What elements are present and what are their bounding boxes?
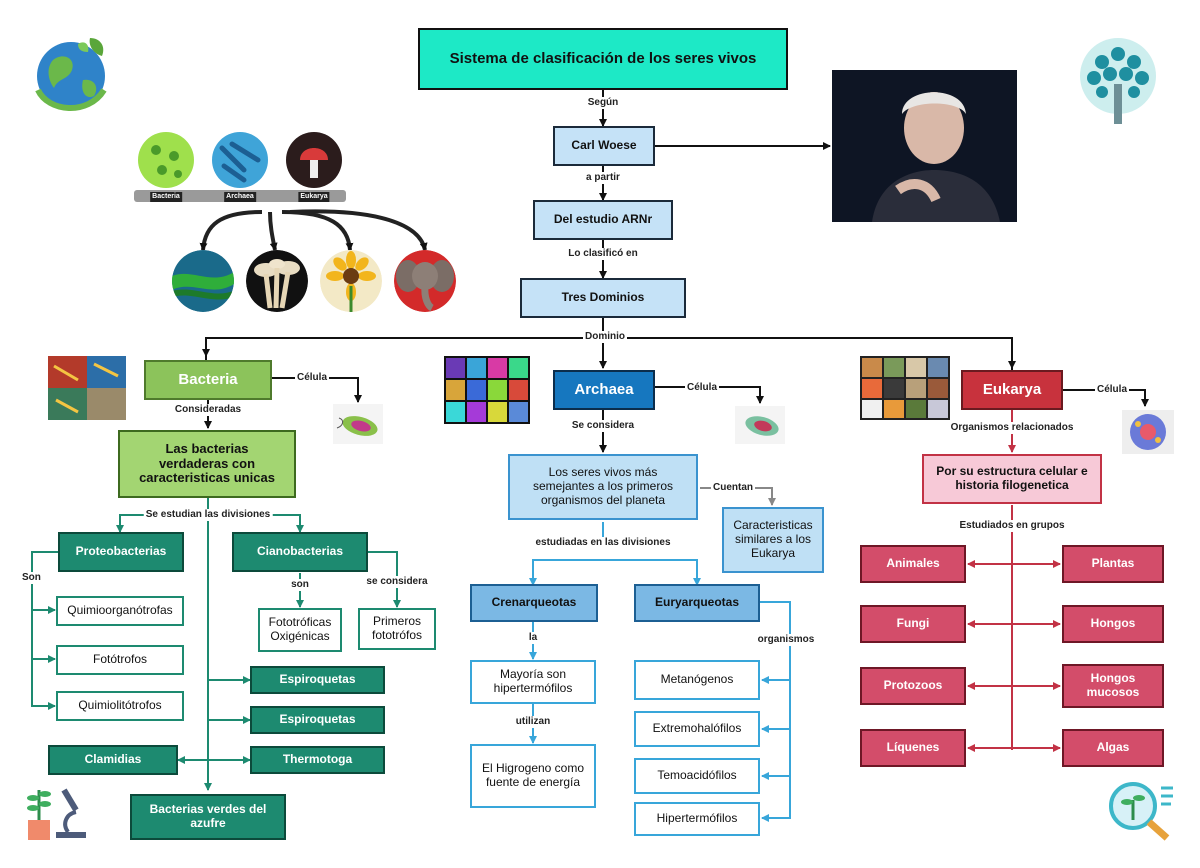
archaea-box: Archaea <box>553 370 655 410</box>
bacteria-box: Bacteria <box>144 360 272 400</box>
mushroom-picture <box>246 250 308 312</box>
eukarya-cell-icon <box>1122 410 1174 454</box>
label-celula-eukarya: Célula <box>1094 384 1130 396</box>
protozoos-box: Protozoos <box>860 667 966 705</box>
espiroquetas-box-2: Espiroquetas <box>250 706 385 734</box>
domain-strip-label-bacteria: Bacteria <box>150 192 182 202</box>
plant-microscope-icon <box>24 780 88 842</box>
carl-woese-box: Carl Woese <box>553 126 655 166</box>
label-utilizan: utilizan <box>513 716 553 728</box>
primeros-fototrofos-box: Primeros fototrófos <box>358 608 436 650</box>
label-se-estudian: Se estudian las divisiones <box>143 509 273 521</box>
metanogenos-box: Metanógenos <box>634 660 760 700</box>
label-organismos-relacionados: Organismos relacionados <box>948 422 1076 434</box>
eukarya-collage <box>860 356 950 420</box>
archaea-cell-icon <box>735 406 785 444</box>
eukarya-box: Eukarya <box>961 370 1063 410</box>
domain-strip-label-eukarya: Eukarya <box>298 192 330 202</box>
fungi-box: Fungi <box>860 605 966 643</box>
thermotoga-box: Thermotoga <box>250 746 385 774</box>
bacteria-collage <box>48 356 126 420</box>
domain-strip-label-archaea: Archaea <box>224 192 256 202</box>
algas-box: Algas <box>1062 729 1164 767</box>
label-la: la <box>526 632 540 644</box>
cianobacterias-box: Cianobacterias <box>232 532 368 572</box>
label-estudiadas: estudiadas en las divisiones <box>533 537 673 549</box>
elephant-picture <box>394 250 456 312</box>
carl-woese-photo <box>832 70 1017 222</box>
espiroquetas-box-1: Espiroquetas <box>250 666 385 694</box>
label-se-considera-1: se considera <box>364 576 430 588</box>
algae-picture <box>172 250 234 312</box>
euryarqueotas-box: Euryarqueotas <box>634 584 760 622</box>
mayoria-box: Mayoría son hipertermófilos <box>470 660 596 704</box>
label-cuentan: Cuentan <box>711 482 755 494</box>
earth-leaf-icon <box>28 30 114 116</box>
bacteria-desc-box: Las bacterias verdaderas con caracterist… <box>118 430 296 498</box>
magnifier-plant-icon <box>1105 778 1177 842</box>
arn-study-box: Del estudio ARNr <box>533 200 673 240</box>
bacteria-cell-icon <box>333 404 383 444</box>
crenarqueotas-box: Crenarqueotas <box>470 584 598 622</box>
clamidias-box: Clamidias <box>48 745 178 775</box>
label-son-1: Son <box>20 572 43 584</box>
caracteristicas-box: Caracteristicas similares a los Eukarya <box>722 507 824 573</box>
fototroficas-box: Fototróficas Oxigénicas <box>258 608 342 652</box>
hongos-box: Hongos <box>1062 605 1164 643</box>
bacterias-verdes-box: Bacterias verdes del azufre <box>130 794 286 840</box>
fototrofos-box: Fotótrofos <box>56 645 184 675</box>
archaea-collage <box>444 356 530 424</box>
label-estudiados: Estudiados en grupos <box>957 520 1067 532</box>
termoacidofilos-box: Temoacidófilos <box>634 758 760 794</box>
proteobacterias-box: Proteobacterias <box>58 532 184 572</box>
tree-icon <box>1072 36 1164 128</box>
plantas-box: Plantas <box>1062 545 1164 583</box>
hipertermofilos-box: Hipertermófilos <box>634 802 760 836</box>
label-a-partir: a partir <box>584 172 622 184</box>
label-son-2: son <box>289 579 311 591</box>
label-celula-bacteria: Célula <box>294 372 330 384</box>
archaea-desc-box: Los seres vivos más semejantes a los pri… <box>508 454 698 520</box>
extremohalofilos-box: Extremohalófilos <box>634 711 760 747</box>
title-box: Sistema de clasificación de los seres vi… <box>418 28 788 90</box>
label-dominio: Dominio <box>583 331 627 343</box>
label-celula-archaea: Célula <box>684 382 720 394</box>
liquenes-box: Líquenes <box>860 729 966 767</box>
eukarya-desc-box: Por su estructura celular e historia fil… <box>922 454 1102 504</box>
label-lo-clasifico: Lo clasificó en <box>566 248 640 260</box>
label-se-considera-2: Se considera <box>569 420 637 432</box>
label-segun: Según <box>585 97 621 109</box>
three-domains-box: Tres Dominios <box>520 278 686 318</box>
sunflower-picture <box>320 250 382 312</box>
quimioorganotrofas-box: Quimioorganótrofas <box>56 596 184 626</box>
hongos-mucosos-box: Hongos mucosos <box>1062 664 1164 708</box>
label-organismos: organismos <box>755 634 817 646</box>
animales-box: Animales <box>860 545 966 583</box>
quimiolitotrofos-box: Quimiolitótrofos <box>56 691 184 721</box>
hidrogeno-box: El Higrogeno como fuente de energía <box>470 744 596 808</box>
label-consideradas: Consideradas <box>172 404 244 416</box>
domain-strip-picture <box>134 130 346 204</box>
